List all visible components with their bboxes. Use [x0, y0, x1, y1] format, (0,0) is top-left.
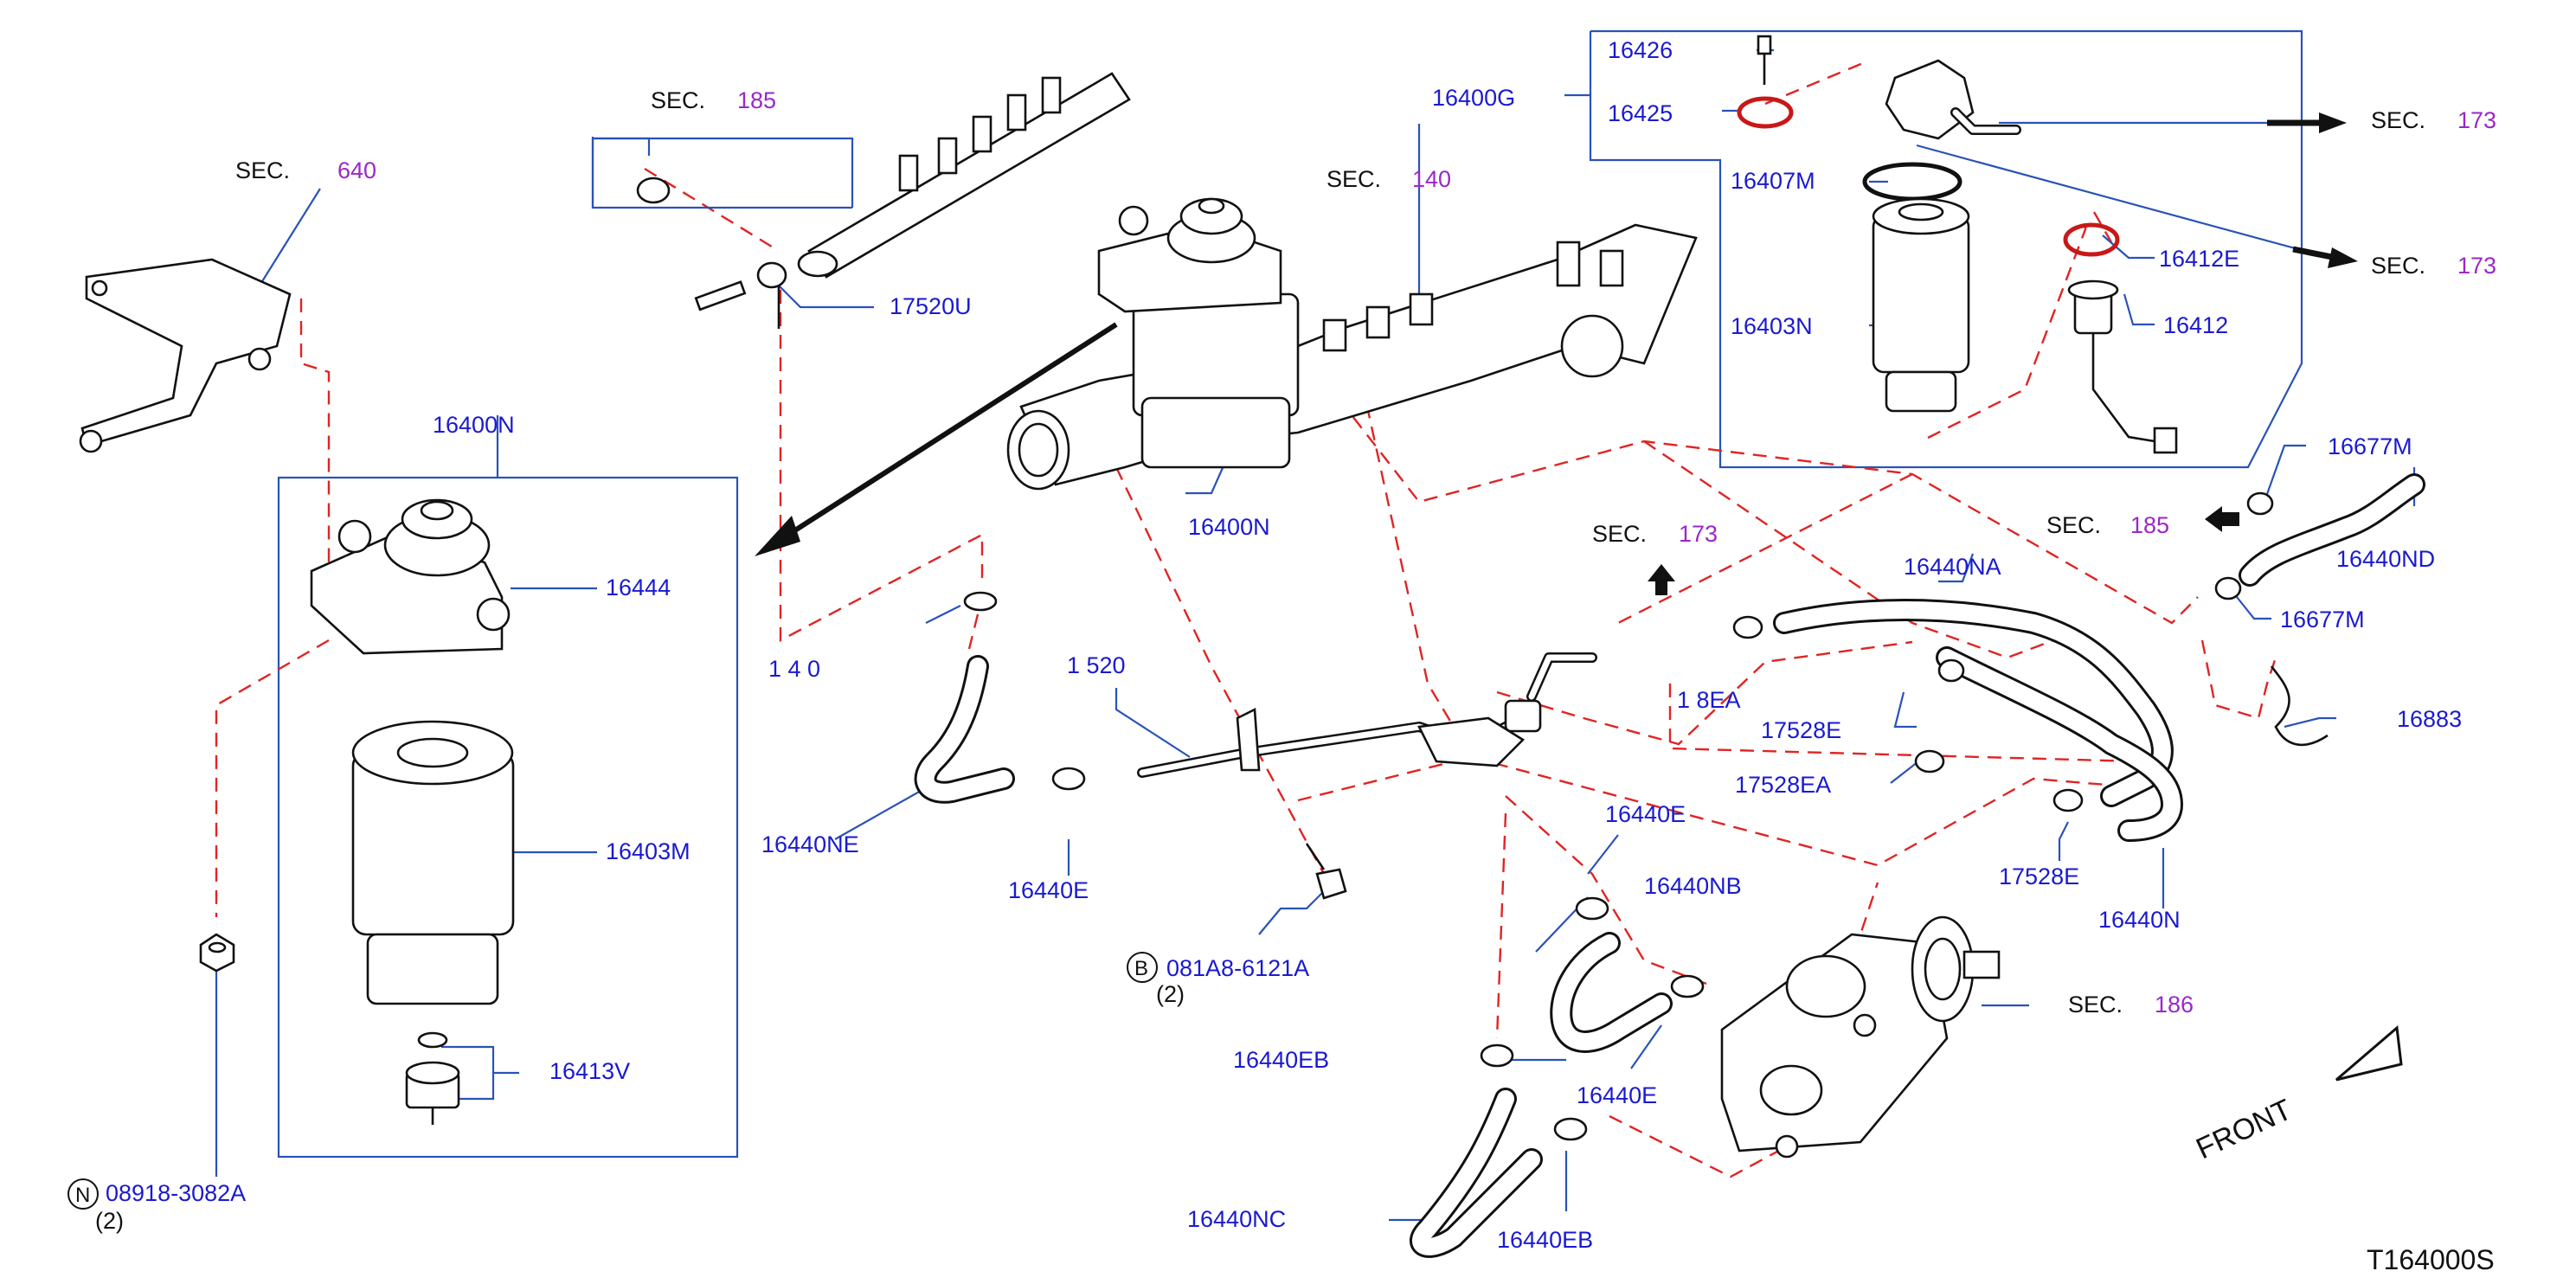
label-16440NE: 16440NE — [761, 831, 859, 857]
circle-letter-n: N — [75, 1184, 90, 1207]
filter-assembly-16400N — [310, 498, 515, 1125]
sec-number-185-right: 185 — [2130, 512, 2169, 538]
label-16426: 16426 — [1608, 37, 1673, 63]
label-fragment-1: 1 4 0 — [768, 656, 820, 682]
label-16883: 16883 — [2397, 706, 2462, 732]
label-16412: 16412 — [2163, 312, 2228, 338]
sec-word-173-c: SEC. — [1592, 521, 1647, 547]
label-16440E-mid: 16440E — [1605, 801, 1686, 827]
hoses — [914, 473, 2425, 1258]
label-16440EB-bottom: 16440EB — [1497, 1227, 1593, 1253]
sec-word-640: SEC. — [235, 157, 290, 183]
qty-081A8: (2) — [1156, 981, 1185, 1007]
label-16403M: 16403M — [606, 838, 691, 864]
sec-number-185-top: 185 — [737, 87, 776, 113]
bolt-081A8 — [1305, 843, 1347, 900]
circle-n-marker — [67, 1178, 99, 1210]
sec-number-186: 186 — [2155, 992, 2194, 1018]
diagram-code: T164000S — [2367, 1244, 2495, 1275]
sec-word-140: SEC. — [1327, 166, 1381, 192]
label-16400N-top: 16400N — [433, 412, 515, 438]
sec-word-185-right: SEC. — [2046, 512, 2101, 538]
label-17528E-top: 17528E — [1761, 717, 1841, 743]
bracket-sec-640 — [79, 258, 292, 453]
label-16440N: 16440N — [2098, 907, 2181, 933]
label-17528EA: 17528EA — [1735, 772, 1831, 798]
sec-number-173-b: 173 — [2457, 253, 2496, 279]
part-number-labels: 16426 16400G 16425 16407M 16403N 16412E … — [106, 37, 2462, 1253]
label-16440EB-left: 16440EB — [1233, 1047, 1329, 1073]
sec-number-140: 140 — [1412, 166, 1451, 192]
label-16440E-left: 16440E — [1008, 877, 1089, 903]
label-17520U: 17520U — [890, 293, 972, 319]
label-16403N: 16403N — [1731, 313, 1813, 339]
label-17528E-bottom: 17528E — [1999, 863, 2079, 889]
circle-letter-b: B — [1134, 957, 1148, 980]
label-16440E-bottom: 16440E — [1577, 1082, 1657, 1108]
label-16440NC: 16440NC — [1187, 1206, 1286, 1232]
label-08918-3082A: 08918-3082A — [106, 1180, 246, 1206]
circle-b-marker — [1127, 952, 1158, 983]
filter-housing-sec-140 — [1006, 197, 1698, 491]
label-16677M-bottom: 16677M — [2280, 607, 2365, 632]
sec-word-185-top: SEC. — [651, 87, 705, 113]
label-16440NB: 16440NB — [1644, 873, 1742, 899]
direction-arrows — [755, 112, 2403, 1082]
label-16425: 16425 — [1608, 100, 1673, 126]
label-16400N-mid: 16400N — [1188, 514, 1270, 540]
label-081A8-6121A: 081A8-6121A — [1166, 955, 1309, 981]
section-references: SEC. 640 SEC. 185 SEC. 140 SEC. 173 SEC.… — [235, 87, 2496, 1018]
sec-word-186: SEC. — [2068, 992, 2123, 1018]
sec-number-173-c: 173 — [1679, 521, 1718, 547]
fuel-rail-sec-185 — [636, 72, 1131, 329]
front-indicator: FRONT — [2191, 1093, 2297, 1165]
label-16444: 16444 — [606, 575, 671, 600]
label-fragment-2: 1 520 — [1067, 652, 1126, 678]
box-16400G — [1589, 29, 2303, 469]
label-16677M-top: 16677M — [2328, 433, 2412, 459]
label-16407M: 16407M — [1731, 168, 1815, 194]
box-16400N — [277, 476, 739, 1159]
label-16400G: 16400G — [1432, 85, 1515, 111]
hose-clamps — [963, 491, 2329, 1141]
injection-pump-sec-186 — [1720, 915, 2001, 1159]
sec-word-173-a: SEC. — [2371, 107, 2425, 133]
nut-08918 — [199, 933, 235, 973]
quantity-markers: N (2) B (2) — [67, 952, 1185, 1234]
label-16440ND: 16440ND — [2336, 546, 2435, 572]
label-16440NA: 16440NA — [1904, 554, 2001, 580]
sec-word-173-b: SEC. — [2371, 253, 2425, 279]
sec-number-173-a: 173 — [2457, 107, 2496, 133]
sec-number-640: 640 — [337, 157, 376, 183]
filter-assembly-16400G — [1737, 35, 2178, 454]
label-16412E: 16412E — [2159, 246, 2239, 272]
label-16413V: 16413V — [549, 1058, 630, 1084]
qty-08918: (2) — [95, 1208, 124, 1234]
pipe-17520 — [1137, 652, 1597, 778]
label-fragment-3: 1 8EA — [1677, 687, 1741, 713]
